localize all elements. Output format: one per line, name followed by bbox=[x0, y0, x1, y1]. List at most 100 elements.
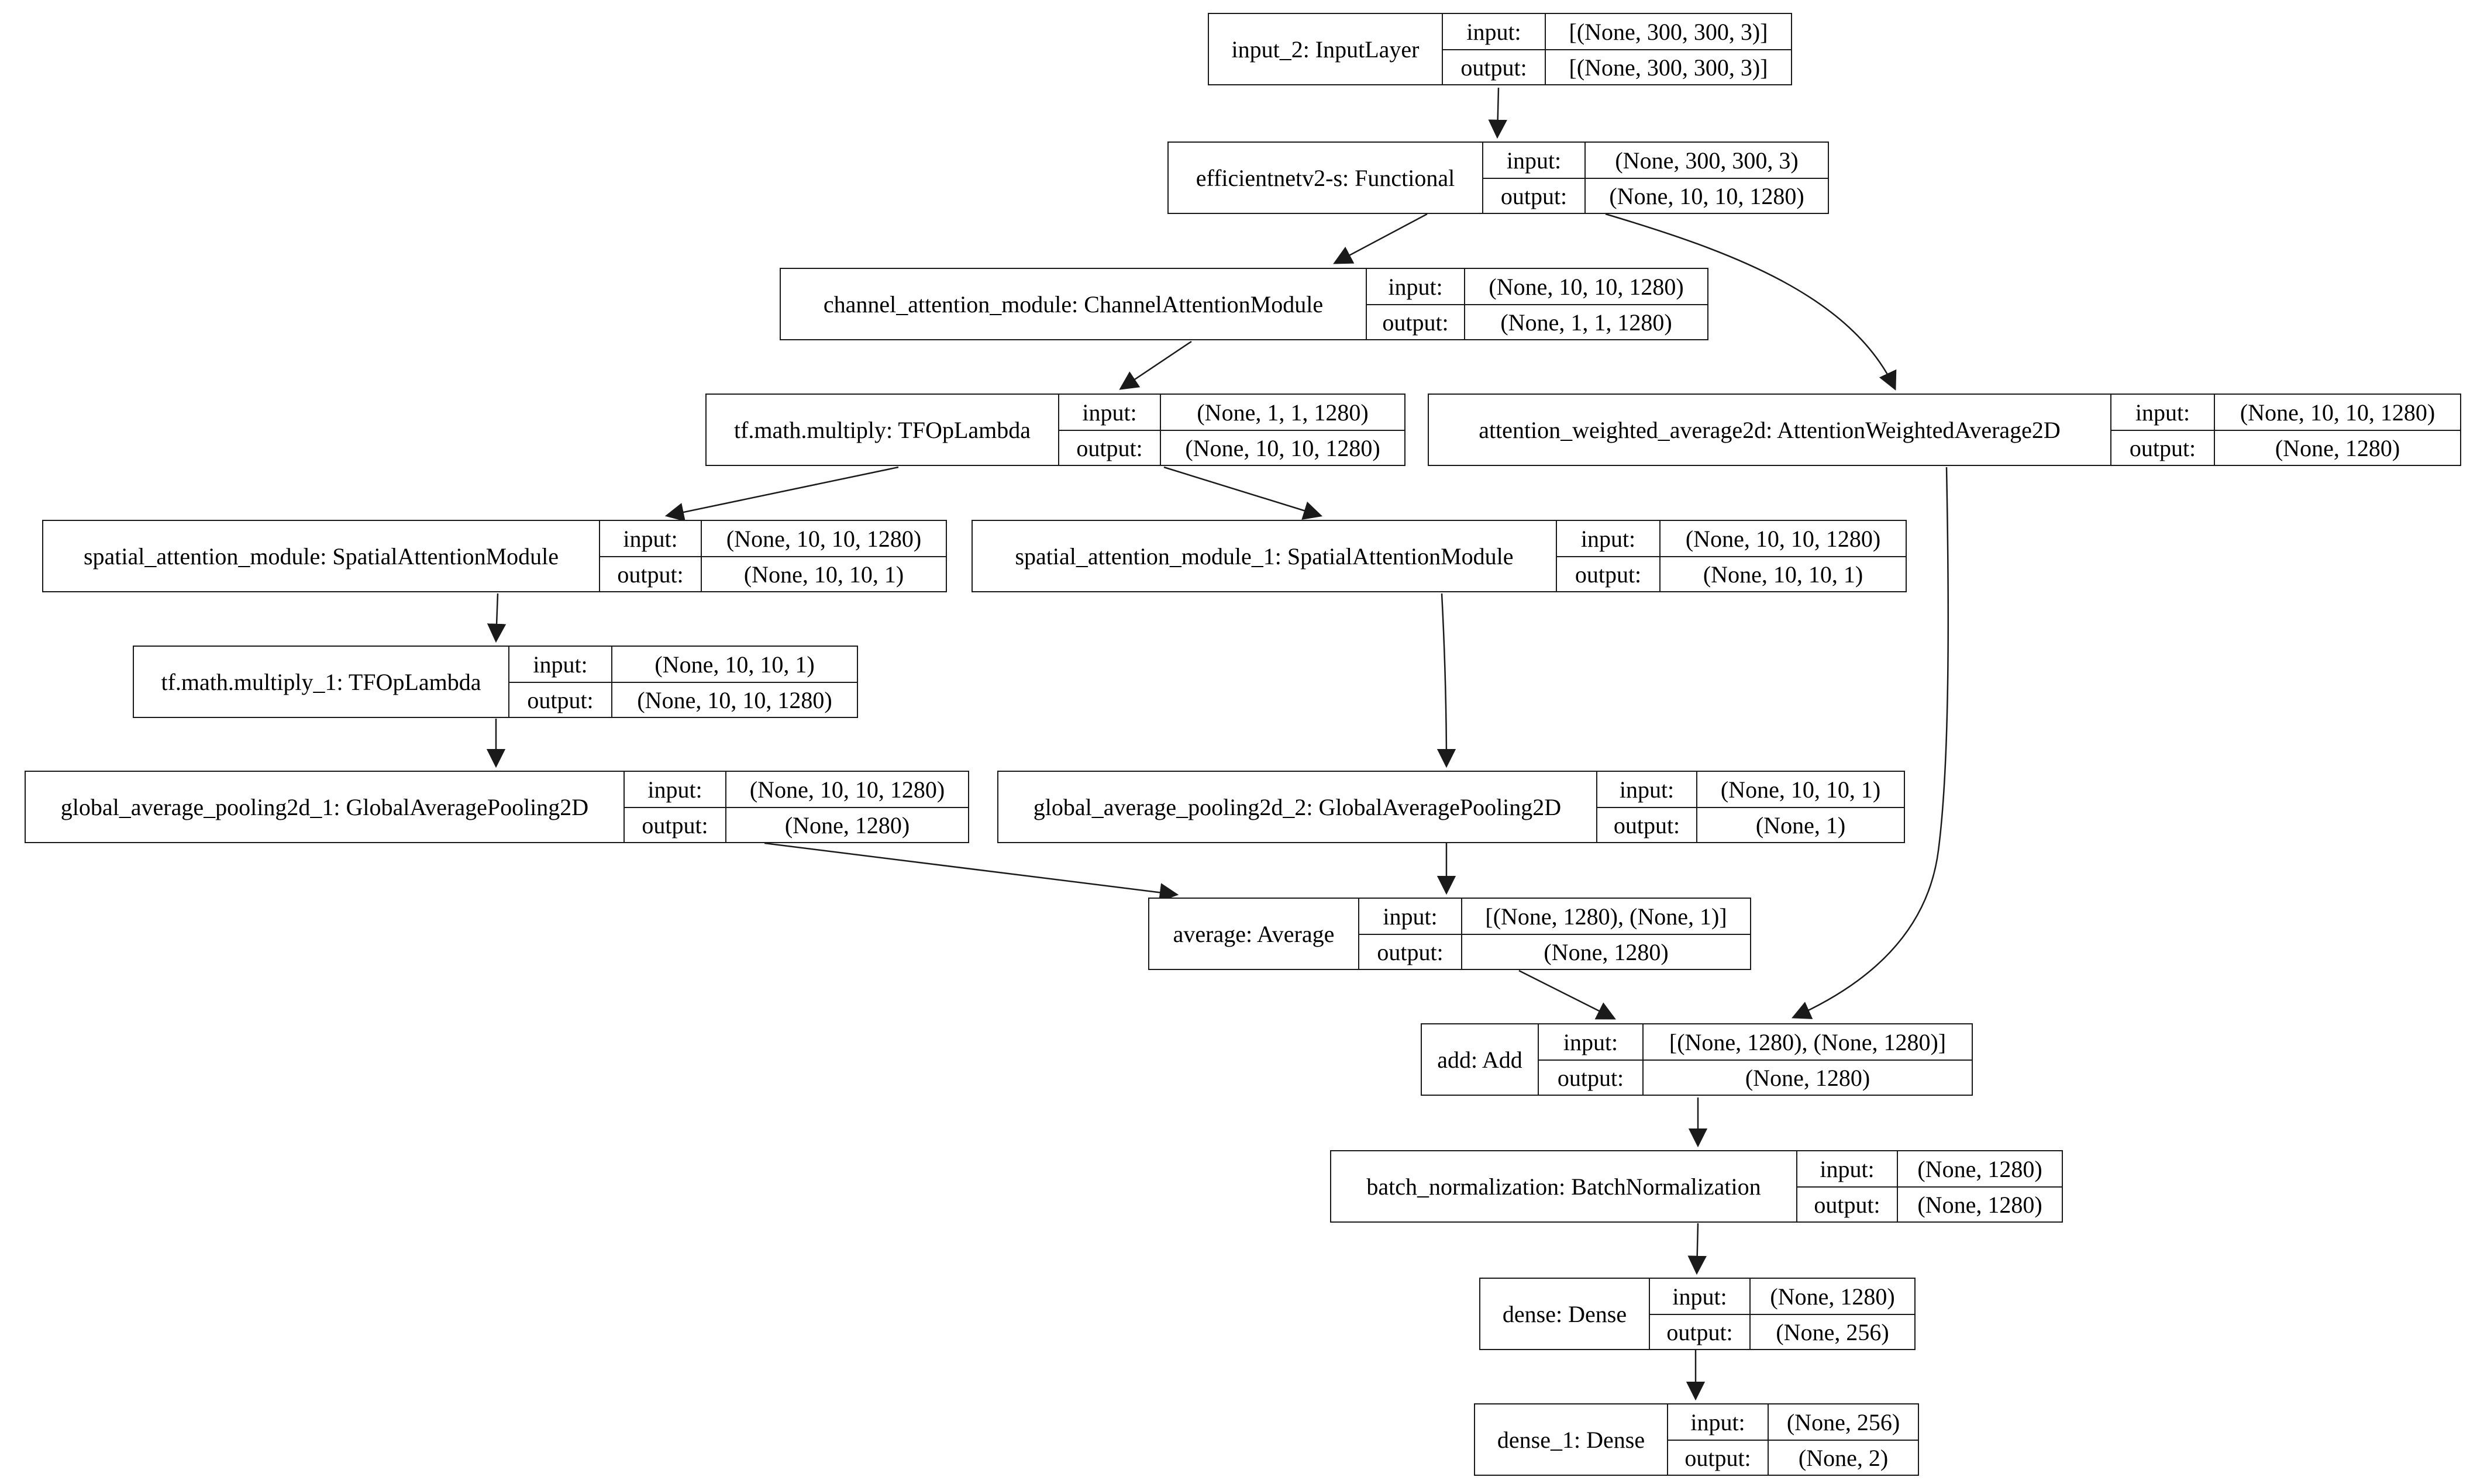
output-label: output: bbox=[1483, 178, 1584, 213]
input-shape: [(None, 300, 300, 3)] bbox=[1569, 18, 1768, 45]
edge-tf.math.multiply-to-spatial_attention_module_1 bbox=[1163, 466, 1323, 520]
input-shape: (None, 10, 10, 1280) bbox=[2240, 399, 2435, 426]
node-spatial-attention-module-1: spatial_attention_module_1: SpatialAtten… bbox=[972, 520, 1907, 592]
input-label: input: bbox=[1580, 525, 1636, 552]
output-shape: (None, 1280) bbox=[1462, 934, 1750, 969]
layer-name: spatial_attention_module_1: SpatialAtten… bbox=[973, 521, 1557, 591]
input-shape: (None, 1280) bbox=[1770, 1283, 1895, 1310]
output-shape: (None, 256) bbox=[1751, 1314, 1914, 1349]
input-label: input: bbox=[1672, 1283, 1727, 1310]
edge-spatial_attention_module_1-to-global_average_pooling2d_2 bbox=[1436, 593, 1456, 768]
layer-name: dense: Dense bbox=[1480, 1279, 1650, 1349]
input-label: input: bbox=[1388, 273, 1443, 300]
edge-channel_attention_module-to-tf.math.multiply bbox=[1119, 340, 1192, 390]
output-label: output: bbox=[1668, 1440, 1768, 1475]
input-shape: (None, 300, 300, 3) bbox=[1615, 147, 1799, 174]
input-shape: (None, 10, 10, 1280) bbox=[726, 525, 922, 552]
output-label: output: bbox=[1557, 556, 1659, 591]
node-average: average: Average input: output: [(None, … bbox=[1148, 898, 1751, 970]
node-attention-weighted-average2d: attention_weighted_average2d: AttentionW… bbox=[1428, 394, 2461, 466]
output-shape: (None, 2) bbox=[1769, 1440, 1918, 1475]
output-label: output: bbox=[2111, 430, 2214, 465]
output-shape: (None, 1280) bbox=[1898, 1186, 2062, 1221]
layer-name: tf.math.multiply: TFOpLambda bbox=[707, 395, 1059, 465]
node-spatial-attention-module: spatial_attention_module: SpatialAttenti… bbox=[42, 520, 947, 592]
input-label: input: bbox=[1466, 18, 1521, 45]
layer-name: tf.math.multiply_1: TFOpLambda bbox=[134, 647, 509, 717]
edge-efficientnetv2-s-to-channel_attention_module bbox=[1333, 213, 1428, 264]
output-shape: (None, 10, 10, 1280) bbox=[612, 682, 857, 717]
output-label: output: bbox=[1797, 1186, 1897, 1221]
input-label: input: bbox=[1690, 1409, 1745, 1435]
output-shape: (None, 1280) bbox=[1644, 1059, 1972, 1095]
input-shape: (None, 10, 10, 1280) bbox=[1685, 525, 1881, 552]
output-shape: (None, 10, 10, 1) bbox=[1661, 556, 1906, 591]
output-label: output: bbox=[1597, 807, 1696, 842]
node-dense-1: dense_1: Dense input: output: (None, 256… bbox=[1474, 1403, 1919, 1476]
edge-global_average_pooling2d_1-to-average bbox=[764, 842, 1179, 902]
input-label: input: bbox=[2135, 399, 2190, 426]
edge-spatial_attention_module-to-tf.math.multiply_1 bbox=[487, 593, 507, 643]
output-label: output: bbox=[1650, 1314, 1749, 1349]
input-label: input: bbox=[1619, 776, 1675, 803]
layer-name: global_average_pooling2d_2: GlobalAverag… bbox=[998, 772, 1597, 842]
output-shape: (None, 10, 10, 1) bbox=[702, 556, 946, 591]
output-shape: (None, 10, 10, 1280) bbox=[1161, 430, 1404, 465]
input-label: input: bbox=[1820, 1155, 1875, 1182]
node-tf-math-multiply: tf.math.multiply: TFOpLambda input: outp… bbox=[705, 394, 1405, 466]
node-global-average-pooling2d-2: global_average_pooling2d_2: GlobalAverag… bbox=[997, 771, 1905, 843]
layer-name: channel_attention_module: ChannelAttenti… bbox=[781, 269, 1367, 339]
input-shape: (None, 10, 10, 1) bbox=[1720, 776, 1881, 803]
node-tf-math-multiply-1: tf.math.multiply_1: TFOpLambda input: ou… bbox=[133, 646, 858, 718]
output-label: output: bbox=[600, 556, 701, 591]
layer-name: spatial_attention_module: SpatialAttenti… bbox=[43, 521, 600, 591]
input-shape: [(None, 1280), (None, 1)] bbox=[1485, 903, 1727, 930]
output-shape: (None, 1, 1, 1280) bbox=[1465, 304, 1707, 339]
output-shape: (None, 1280) bbox=[2215, 430, 2460, 465]
output-shape: [(None, 300, 300, 3)] bbox=[1546, 49, 1791, 84]
output-label: output: bbox=[625, 807, 725, 842]
output-shape: (None, 10, 10, 1280) bbox=[1586, 178, 1828, 213]
output-label: output: bbox=[1443, 49, 1545, 84]
output-shape: (None, 1) bbox=[1697, 807, 1904, 842]
edge-input_2-to-efficientnetv2-s bbox=[1488, 87, 1507, 139]
output-label: output: bbox=[509, 682, 611, 717]
node-batch-normalization: batch_normalization: BatchNormalization … bbox=[1330, 1150, 2063, 1223]
input-shape: (None, 10, 10, 1280) bbox=[1489, 273, 1684, 300]
output-label: output: bbox=[1539, 1059, 1642, 1095]
node-efficientnetv2-s: efficientnetv2-s: Functional input: outp… bbox=[1167, 142, 1829, 214]
layer-name: global_average_pooling2d_1: GlobalAverag… bbox=[26, 772, 625, 842]
input-label: input: bbox=[533, 651, 588, 678]
layer-name: attention_weighted_average2d: AttentionW… bbox=[1429, 395, 2111, 465]
input-label: input: bbox=[1506, 147, 1562, 174]
edge-tf.math.multiply-to-spatial_attention_module bbox=[664, 466, 899, 522]
input-label: input: bbox=[623, 525, 678, 552]
input-shape: [(None, 1280), (None, 1280)] bbox=[1669, 1029, 1947, 1055]
input-shape: (None, 1280) bbox=[1917, 1155, 2042, 1182]
input-label: input: bbox=[1563, 1029, 1618, 1055]
layer-name: efficientnetv2-s: Functional bbox=[1169, 143, 1483, 213]
node-input-2: input_2: InputLayer input: output: [(Non… bbox=[1208, 13, 1792, 85]
node-add: add: Add input: output: [(None, 1280), (… bbox=[1421, 1023, 1973, 1096]
node-dense: dense: Dense input: output: (None, 1280)… bbox=[1479, 1278, 1916, 1350]
input-label: input: bbox=[1082, 399, 1137, 426]
layer-name: batch_normalization: BatchNormalization bbox=[1331, 1151, 1797, 1221]
layer-name: average: Average bbox=[1149, 899, 1359, 969]
input-shape: (None, 10, 10, 1) bbox=[654, 651, 815, 678]
edge-average-to-add bbox=[1518, 969, 1616, 1020]
input-shape: (None, 10, 10, 1280) bbox=[749, 776, 945, 803]
node-global-average-pooling2d-1: global_average_pooling2d_1: GlobalAverag… bbox=[25, 771, 969, 843]
edge-batch_normalization-to-dense bbox=[1687, 1223, 1707, 1275]
input-label: input: bbox=[1383, 903, 1438, 930]
output-label: output: bbox=[1367, 304, 1464, 339]
input-shape: (None, 1, 1, 1280) bbox=[1197, 399, 1369, 426]
node-channel-attention-module: channel_attention_module: ChannelAttenti… bbox=[780, 268, 1708, 340]
layer-name: input_2: InputLayer bbox=[1209, 14, 1443, 84]
output-label: output: bbox=[1359, 934, 1461, 969]
layer-name: add: Add bbox=[1422, 1024, 1539, 1095]
input-label: input: bbox=[647, 776, 702, 803]
output-shape: (None, 1280) bbox=[726, 807, 968, 842]
output-label: output: bbox=[1059, 430, 1160, 465]
